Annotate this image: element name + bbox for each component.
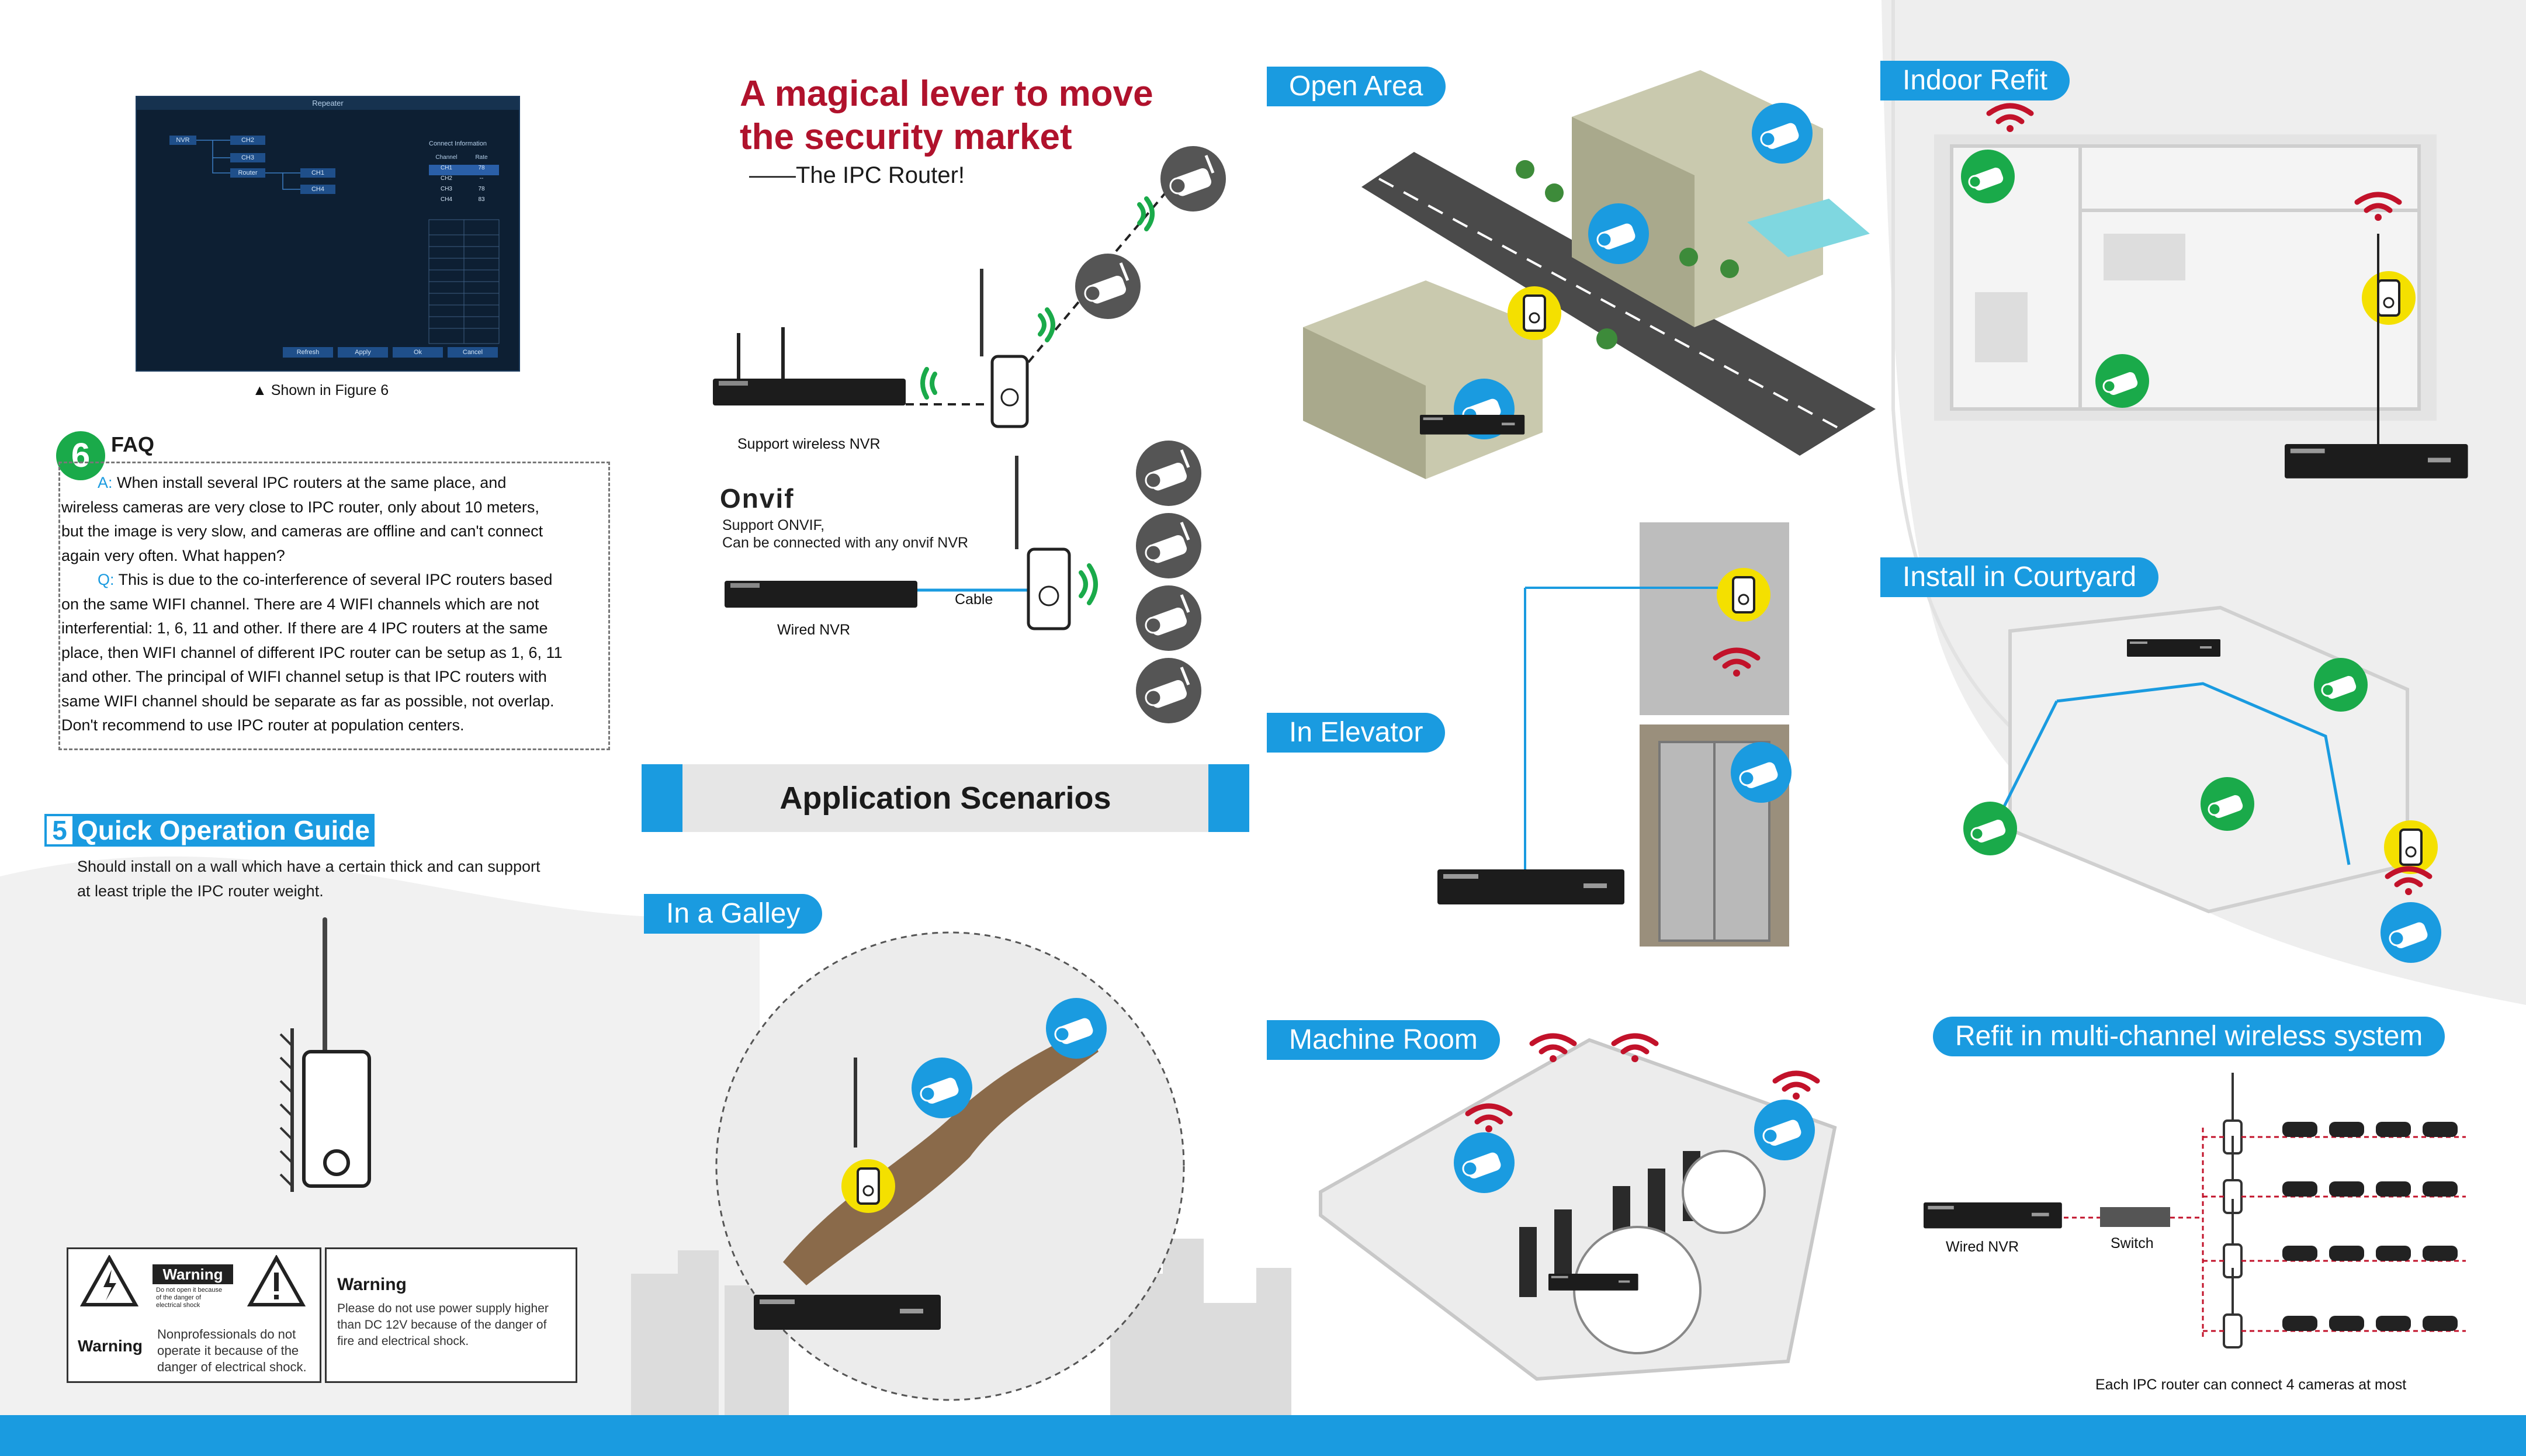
electric-shock-warning-icon bbox=[80, 1255, 138, 1306]
warning-badge: Warning bbox=[153, 1264, 233, 1284]
bottom-bar bbox=[0, 1415, 2526, 1456]
banner-right-accent bbox=[1208, 764, 1249, 832]
indoor-refit-scene bbox=[1934, 106, 2468, 479]
wireless-nvr-label: Support wireless NVR bbox=[737, 436, 881, 452]
ok-button[interactable]: Ok bbox=[393, 347, 443, 358]
refresh-button[interactable]: Refresh bbox=[283, 347, 333, 358]
wall-mount-router-illustration bbox=[279, 917, 371, 1192]
machine-room-scene bbox=[1319, 1036, 1837, 1381]
guide-title: Quick Operation Guide bbox=[77, 815, 370, 845]
header-rate: Rate bbox=[475, 154, 488, 161]
guide-heading: 5 Quick Operation Guide bbox=[44, 814, 375, 847]
multi-channel-note: Each IPC router can connect 4 cameras at… bbox=[2095, 1377, 2407, 1393]
connect-info-title: Connect Information bbox=[429, 140, 487, 147]
window-titlebar: Repeater bbox=[137, 97, 519, 110]
label-indoor-refit: Indoor Refit bbox=[1880, 61, 2070, 100]
multi-wired-nvr-label: Wired NVR bbox=[1946, 1239, 2019, 1255]
cable-label: Cable bbox=[955, 591, 993, 608]
warning-label-right: Warning Please do not use power supply h… bbox=[325, 1247, 577, 1383]
courtyard-scene bbox=[1962, 605, 2442, 964]
cancel-button[interactable]: Cancel bbox=[448, 347, 498, 358]
connection-diagram bbox=[713, 140, 1250, 736]
node-ch1: CH1 bbox=[300, 168, 335, 178]
faq-key-a: A: bbox=[98, 474, 113, 491]
table-row[interactable]: CH2-- bbox=[440, 175, 484, 182]
apply-button[interactable]: Apply bbox=[338, 347, 388, 358]
headline-line-2: the security market bbox=[740, 117, 1072, 157]
figure-caption: ▲ Shown in Figure 6 bbox=[252, 382, 389, 398]
node-ch4: CH4 bbox=[300, 185, 335, 194]
faq-key-q: Q: bbox=[98, 571, 115, 588]
guide-number: 5 bbox=[47, 816, 72, 844]
galley-scene bbox=[715, 931, 1185, 1401]
node-nvr: NVR bbox=[169, 136, 196, 145]
label-open-area: Open Area bbox=[1267, 67, 1446, 106]
switch-label: Switch bbox=[2111, 1235, 2154, 1252]
label-machine-room: Machine Room bbox=[1267, 1020, 1500, 1060]
headline-line-1: A magical lever to move bbox=[740, 74, 1153, 114]
warning-right-title: Warning bbox=[337, 1275, 407, 1294]
exclamation-warning-icon bbox=[247, 1255, 306, 1306]
faq-number-badge: 6 bbox=[56, 431, 105, 480]
node-ch3: CH3 bbox=[230, 153, 265, 162]
repeater-settings-window: Repeater NVR CH2 CH3 Router CH1 CH4 Conn… bbox=[136, 96, 520, 372]
label-install-courtyard: Install in Courtyard bbox=[1880, 557, 2159, 597]
headline: A magical lever to move the security mar… bbox=[740, 72, 1153, 159]
app-scenarios-banner: Application Scenarios bbox=[642, 764, 1249, 832]
faq-text: A: When install several IPC routers at t… bbox=[61, 474, 563, 734]
label-in-elevator: In Elevator bbox=[1267, 713, 1446, 753]
warning-left-title: Warning bbox=[78, 1337, 143, 1355]
onvif-logo: Onvif bbox=[720, 483, 795, 514]
node-ch2: CH2 bbox=[230, 136, 265, 145]
faq-title: FAQ bbox=[111, 432, 155, 456]
app-scenarios-title: Application Scenarios bbox=[779, 781, 1111, 816]
label-in-galley: In a Galley bbox=[644, 894, 823, 934]
node-router: Router bbox=[230, 168, 265, 178]
connect-info-header: Channel Rate bbox=[429, 154, 499, 161]
elevator-scene bbox=[1437, 522, 1793, 947]
topology-lines bbox=[195, 140, 500, 344]
banner-left-accent bbox=[642, 764, 682, 832]
header-channel: Channel bbox=[435, 154, 458, 161]
open-area-scene bbox=[1303, 70, 1876, 479]
onvif-text: Support ONVIF, Can be connected with any… bbox=[722, 517, 969, 551]
multi-channel-scene bbox=[1924, 1073, 2466, 1348]
window-buttons: Refresh Apply Ok Cancel bbox=[283, 347, 498, 358]
wired-nvr-label: Wired NVR bbox=[777, 622, 851, 638]
guide-text: Should install on a wall which have a ce… bbox=[77, 858, 540, 900]
headline-sub: ——The IPC Router! bbox=[749, 162, 965, 188]
faq-box bbox=[58, 462, 610, 750]
label-multi-channel: Refit in multi-channel wireless system bbox=[1933, 1017, 2445, 1056]
